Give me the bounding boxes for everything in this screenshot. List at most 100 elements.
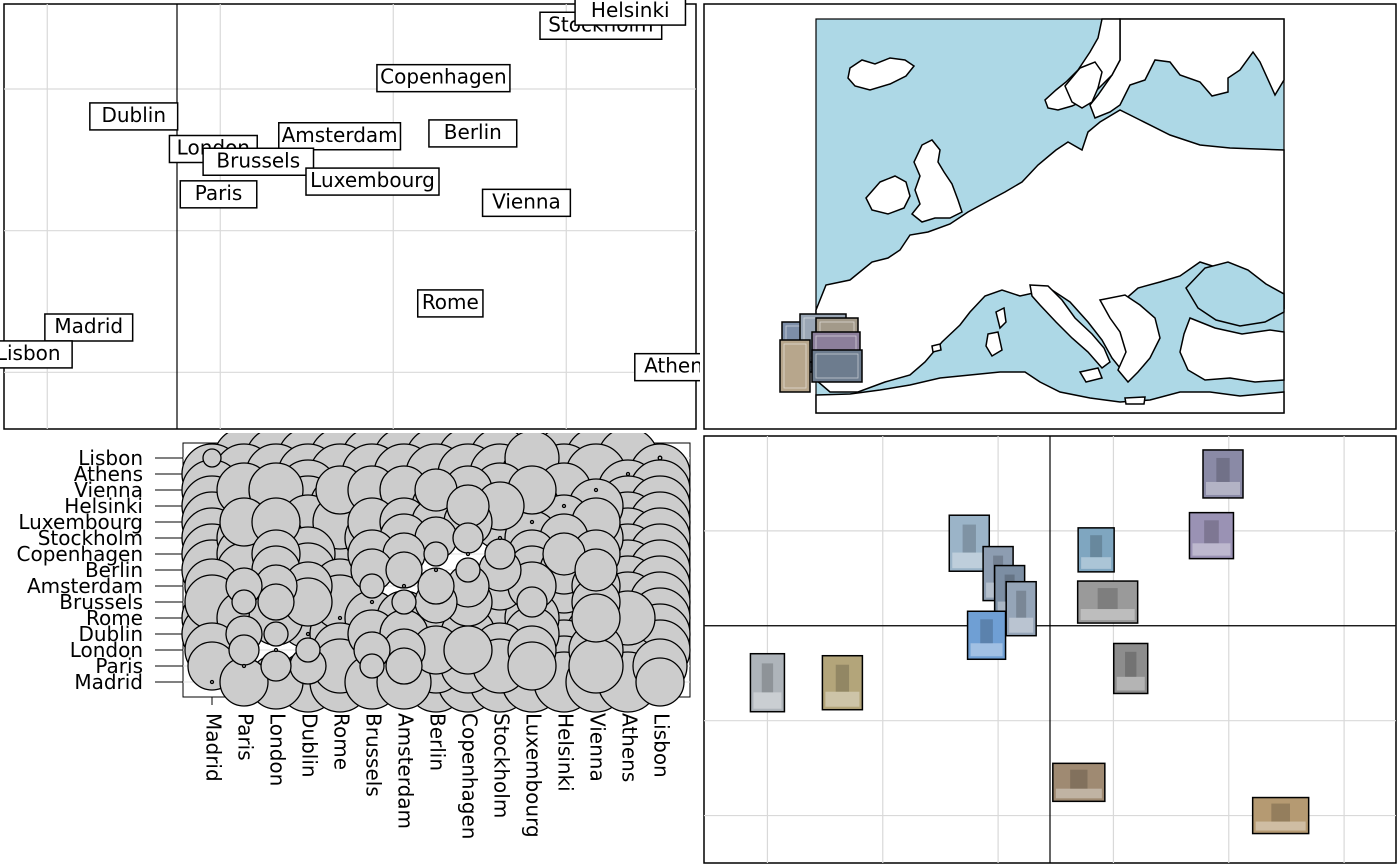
balloon-copenhagen-copenhagen xyxy=(465,551,471,557)
column-label: Brussels xyxy=(362,713,386,797)
balloon-paris-london xyxy=(260,650,292,682)
column-label: Luxembourg xyxy=(522,713,546,838)
balloon-lisbon-madrid xyxy=(202,448,222,468)
balloon-brussels-brussels xyxy=(369,599,375,605)
balloon-paris-amsterdam xyxy=(385,647,423,685)
thumbnail-palace xyxy=(1188,511,1235,560)
row-label: Dublin xyxy=(78,622,143,646)
balloon-vienna-vienna xyxy=(593,487,599,493)
balloon-berlin-copenhagen xyxy=(455,557,481,583)
land-italy xyxy=(1029,284,1111,370)
city-label-rome: Rome xyxy=(416,289,484,318)
balloon-helsinki-helsinki xyxy=(561,503,567,509)
city-label-brussels: Brussels xyxy=(202,147,315,176)
land-great-britain xyxy=(910,139,963,223)
label-box xyxy=(416,289,484,318)
thumbnail-painting xyxy=(821,654,864,711)
city-label-text: Rome xyxy=(422,290,479,314)
city-label-luxembourg: Luxembourg xyxy=(305,167,440,196)
balloon-dublin-london xyxy=(263,621,289,647)
land-scandinavia-south xyxy=(1064,61,1103,109)
thumbnail-stack xyxy=(779,313,863,393)
row-label: Brussels xyxy=(59,590,143,614)
balloon-paris-vienna xyxy=(568,638,624,694)
balloon-rome-vienna xyxy=(571,593,621,643)
city-label-text: Brussels xyxy=(216,148,300,172)
thumbnail-building xyxy=(1005,580,1037,637)
balloon-london-copenhagen xyxy=(443,625,493,675)
column-label: Vienna xyxy=(586,713,610,782)
land-turkey xyxy=(1179,317,1285,383)
city-label-helsinki: Helsinki xyxy=(574,0,687,26)
europe-map xyxy=(703,3,1397,430)
column-label: Paris xyxy=(234,713,258,761)
row-label: Helsinki xyxy=(64,494,143,518)
column-label: Berlin xyxy=(426,713,450,771)
city-label-madrid: Madrid xyxy=(44,313,134,342)
balloon-athens-athens xyxy=(625,471,631,477)
label-box xyxy=(179,180,258,209)
city-label-vienna: Vienna xyxy=(481,188,572,218)
balloon-paris-brussels xyxy=(359,653,385,679)
column-label: Rome xyxy=(330,713,354,770)
balloon-berlin-berlin xyxy=(433,567,439,573)
row-label: Stockholm xyxy=(38,526,143,550)
balloon-brussels-luxembourg xyxy=(516,586,548,618)
thumbnail-parthenon xyxy=(1251,796,1310,835)
land-sicily xyxy=(1078,367,1104,383)
city-label-lisbon: Lisbon xyxy=(0,340,73,369)
balloon-paris-luxembourg xyxy=(507,641,557,691)
balloon-luxembourg-luxembourg xyxy=(529,519,535,525)
balloon-lisbon-lisbon xyxy=(657,455,663,461)
column-label: Copenhagen xyxy=(458,713,482,839)
land-scandinavia-west xyxy=(1044,18,1121,111)
balloon-london-paris xyxy=(228,634,260,666)
balloon-stockholm-copenhagen xyxy=(452,522,484,554)
row-label: Amsterdam xyxy=(27,574,143,598)
column-label: Amsterdam xyxy=(394,713,418,829)
balloon-berlin-vienna xyxy=(574,548,618,592)
land-iceland xyxy=(847,57,916,91)
city-label-dublin: Dublin xyxy=(89,102,179,131)
city-label-copenhagen: Copenhagen xyxy=(376,63,511,93)
photo-thumbnail xyxy=(811,349,863,383)
balloon-plot: LisbonAthensViennaHelsinkiLuxembourgStoc… xyxy=(17,433,691,839)
balloon-amsterdam-brussels xyxy=(359,573,385,599)
image-thumbnail-scatter xyxy=(703,435,1397,864)
column-label: Stockholm xyxy=(490,713,514,818)
thumbnail-cathedral xyxy=(1202,449,1244,499)
label-box xyxy=(305,167,440,196)
thumbnail-eiffel-tower xyxy=(966,610,1007,661)
column-label: Dublin xyxy=(298,713,322,778)
row-label: Lisbon xyxy=(78,446,143,470)
sea-black-sea xyxy=(1185,261,1285,327)
label-box xyxy=(574,0,687,26)
row-label: Luxembourg xyxy=(18,510,143,534)
city-label-text: Lisbon xyxy=(0,341,61,365)
label-box xyxy=(89,102,179,131)
thumbnail-fountain xyxy=(1076,580,1139,624)
column-label: Athens xyxy=(618,713,642,782)
label-box xyxy=(202,147,315,176)
label-box xyxy=(44,313,134,342)
label-box xyxy=(634,352,700,382)
label-box xyxy=(428,119,518,148)
city-label-text: Helsinki xyxy=(591,0,670,22)
balloon-brussels-paris xyxy=(231,589,257,615)
label-box xyxy=(376,63,511,93)
land-crete xyxy=(1124,396,1146,405)
balloon-london-london xyxy=(273,647,279,653)
city-label-athens: Athens xyxy=(634,352,700,382)
land-corsica-sardinia xyxy=(985,306,1007,358)
column-label: Madrid xyxy=(202,713,226,782)
land-scandinavia xyxy=(1089,18,1285,119)
balloon-copenhagen-berlin xyxy=(423,541,449,567)
label-box xyxy=(481,188,572,218)
land-balearic xyxy=(931,343,942,353)
balloon-brussels-london xyxy=(257,583,295,621)
balloon-amsterdam-amsterdam xyxy=(401,583,407,589)
thumbnail-colosseum xyxy=(1052,762,1106,803)
city-label-amsterdam: Amsterdam xyxy=(278,122,402,151)
city-label-text: Athens xyxy=(644,354,700,378)
thumbnail-portrait xyxy=(1112,642,1149,695)
